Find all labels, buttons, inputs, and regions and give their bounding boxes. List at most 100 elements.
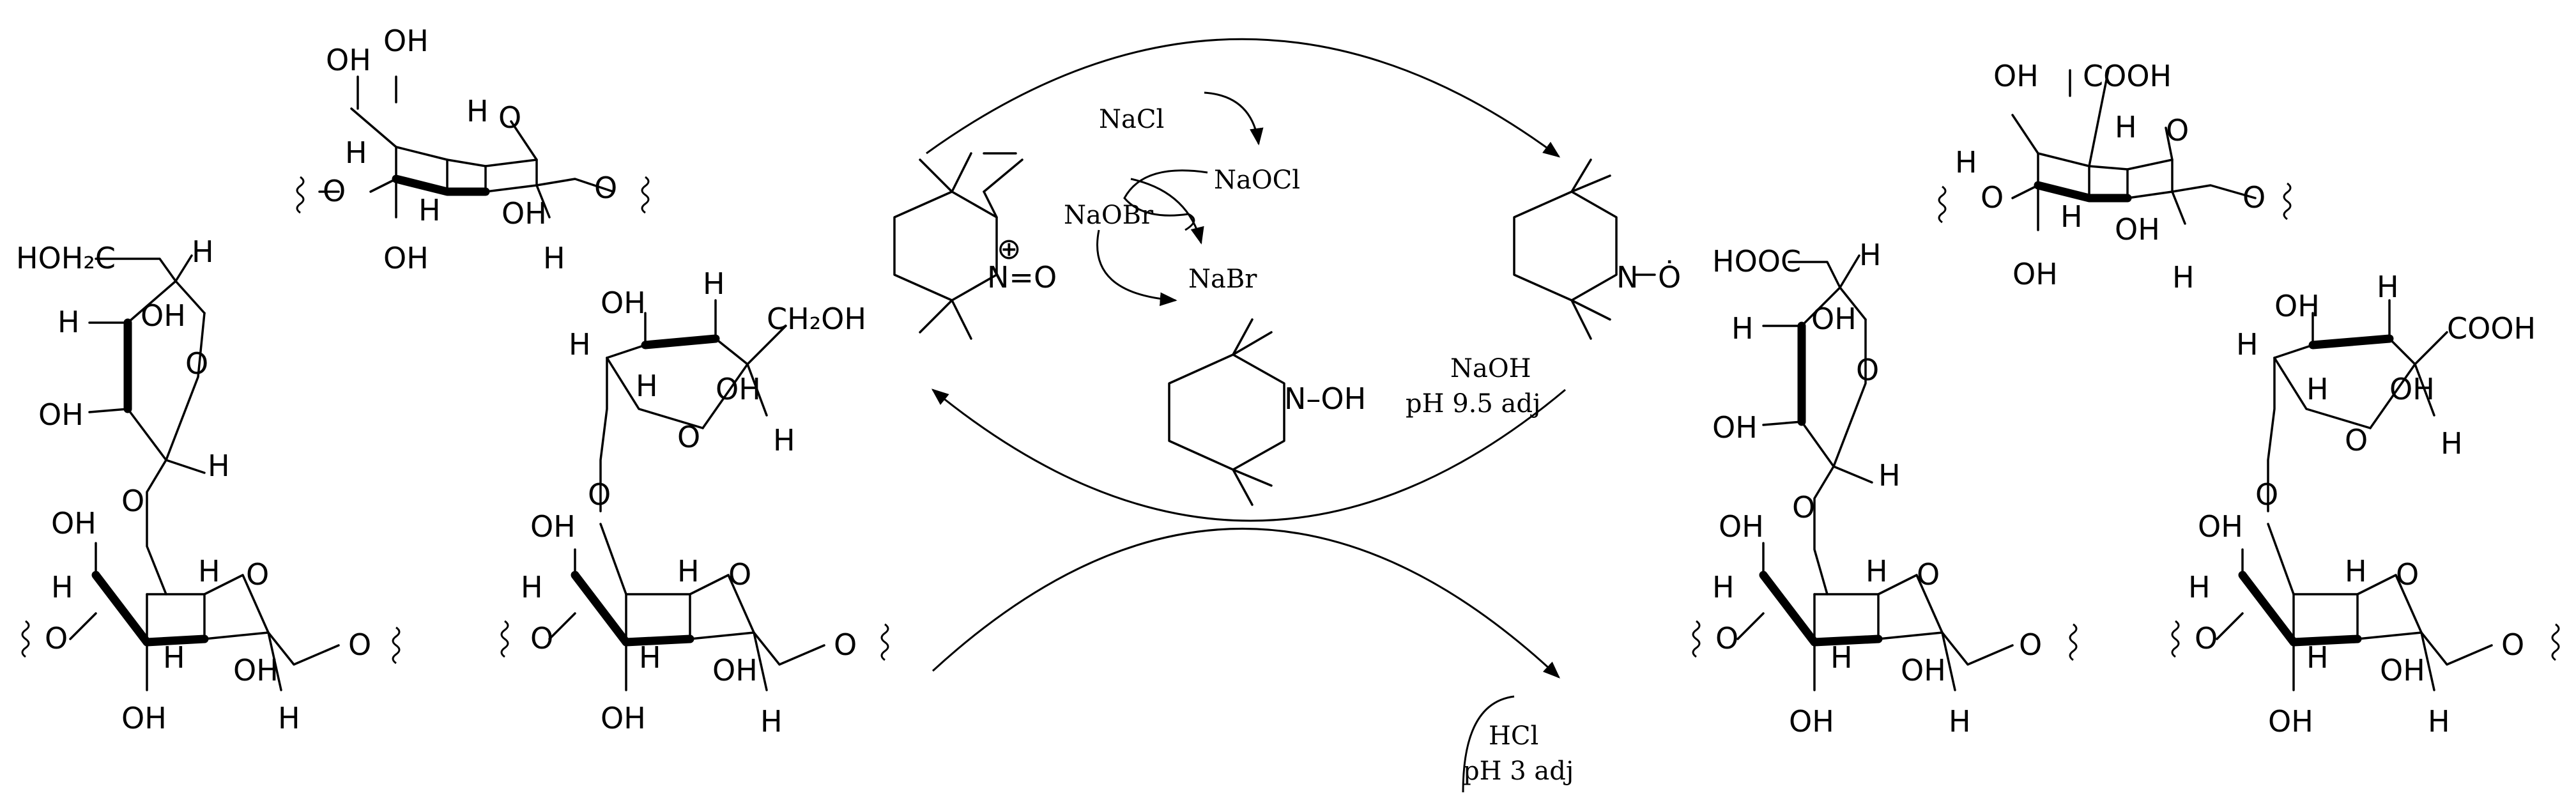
glycosidic-oxygen-label: O xyxy=(1792,490,1815,525)
h-label: H xyxy=(2345,554,2367,588)
h-label: H xyxy=(543,241,565,275)
oh-label: OH xyxy=(1993,59,2039,93)
positive-charge-label: ⊕ xyxy=(997,231,1022,266)
oxygen-label: O xyxy=(2195,621,2218,656)
oh-label: OH xyxy=(502,196,547,231)
h-label: H xyxy=(2306,640,2329,675)
ring-oxygen-label: O xyxy=(1917,557,1940,592)
oh-label: OH xyxy=(1789,704,1834,739)
return-arc-arrow xyxy=(931,388,1566,522)
oh-label: OH xyxy=(2268,704,2313,739)
ph-3-label: pH 3 adj xyxy=(1463,757,1574,786)
nacl-label: NaCl xyxy=(1099,105,1164,134)
h-label: H xyxy=(639,640,661,675)
oh-label: OH xyxy=(2115,212,2160,247)
glycosidic-oxygen-label: O xyxy=(2255,477,2278,512)
oh-label: OH xyxy=(2274,289,2320,323)
oh-label: OH xyxy=(716,372,761,406)
h-label: H xyxy=(1949,704,1971,739)
oh-label: OH xyxy=(2389,372,2435,406)
oh-label: OH xyxy=(141,298,186,333)
starting-glucose-unit-top: OH OH H O H H OH O O OH H xyxy=(296,24,650,275)
ring-oxygen-label: O xyxy=(185,346,208,381)
nabr-to-naobr-arrow xyxy=(1130,178,1204,245)
oxygen-label: O xyxy=(1715,621,1738,656)
h-label: H xyxy=(466,94,489,128)
oxygen-label: O xyxy=(2242,180,2266,215)
oh-label: OH xyxy=(1719,509,1764,544)
starting-glucose-unit-bottom-right: OH H H O O H OH O OH H xyxy=(500,509,889,739)
hydroxylamine-structure: N–OH xyxy=(1168,318,1366,506)
h-label: H xyxy=(2172,260,2195,295)
oh-label: OH xyxy=(1811,302,1857,336)
h-label: H xyxy=(1712,570,1735,604)
oh-label: OH xyxy=(233,653,279,688)
h-label: H xyxy=(163,640,185,675)
h-label: H xyxy=(57,305,80,339)
hcl-arc xyxy=(1462,695,1515,793)
ring-oxygen-label: O xyxy=(1856,353,1879,387)
oxygen-label: O xyxy=(2019,627,2042,662)
oxygen-label: O xyxy=(834,627,857,662)
ring-oxygen-label: O xyxy=(677,420,700,454)
h-label: H xyxy=(208,449,230,483)
product-glucose-unit-bottom-right: OH H H O O H OH O OH H xyxy=(2171,509,2560,739)
cooh-label: COOH xyxy=(2083,59,2172,93)
h-label: H xyxy=(521,570,543,604)
h-label: H xyxy=(2306,372,2329,406)
h-label: H xyxy=(51,570,73,604)
naocl-to-nacl-arrow xyxy=(1123,169,1208,231)
product-furanose-branch-right: OH H COOH H H OH O H O xyxy=(2236,270,2536,512)
starting-glucose-unit-bottom-left: OH H H O O H OH O OH H xyxy=(21,506,401,735)
product-glucuronate-unit-top: OH COOH H H O O H OH O OH H xyxy=(1938,59,2292,295)
naobr-to-nabr-arrow xyxy=(1096,229,1177,307)
oh-label: OH xyxy=(38,397,84,432)
oh-label: OH xyxy=(383,241,429,275)
ring-oxygen-label: O xyxy=(246,557,269,592)
oh-label: OH xyxy=(1712,410,1758,445)
h-label: H xyxy=(1859,238,1882,272)
oxygen-label: O xyxy=(45,621,68,656)
oh-label: OH xyxy=(601,701,646,735)
hooc-label: HOOC xyxy=(1712,244,1801,279)
ring-oxygen-label: O xyxy=(2396,557,2419,592)
h-label: H xyxy=(760,704,783,739)
bottom-arc-arrow xyxy=(931,528,1560,679)
n-oh-label: N–OH xyxy=(1284,381,1366,416)
h-label: H xyxy=(192,234,214,269)
h-label: H xyxy=(569,327,591,362)
oxyl-radical-label: Ȯ xyxy=(1658,260,1681,295)
h-label: H xyxy=(636,369,658,403)
oh-label: OH xyxy=(383,24,429,58)
nacl-to-naocl-arrow xyxy=(1204,91,1264,146)
hcl-label: HCl xyxy=(1489,721,1538,751)
n-oxyl-label: N xyxy=(1616,260,1638,295)
h-label: H xyxy=(773,423,795,457)
naoh-label: NaOH xyxy=(1450,354,1531,383)
starting-furanose-branch-left: HOH₂C H H OH O OH H O xyxy=(16,234,230,596)
product-glucose-unit-bottom-left: OH H H O O H OH O OH H xyxy=(1692,509,2078,739)
oxygen-label: O xyxy=(348,627,371,662)
n-oxo-label: N=O xyxy=(987,260,1057,295)
naobr-label: NaOBr xyxy=(1064,201,1154,230)
h-label: H xyxy=(2115,110,2137,144)
h-label: H xyxy=(278,701,300,735)
glycosidic-oxygen-label: O xyxy=(588,477,611,512)
top-arc-arrow xyxy=(926,38,1561,158)
h-label: H xyxy=(198,554,220,588)
hoh2c-label: HOH₂C xyxy=(16,241,116,275)
catalytic-cycle: NaCl NaOCl NaOBr NaBr NaOH pH 9.5 adj HC… xyxy=(926,38,1574,793)
h-label: H xyxy=(2060,199,2083,234)
h-label: H xyxy=(2236,327,2258,362)
h-label: H xyxy=(2377,270,2399,304)
h-label: H xyxy=(418,193,441,227)
h-label: H xyxy=(2428,704,2450,739)
oh-label: OH xyxy=(326,43,371,77)
h-label: H xyxy=(1878,458,1901,493)
naocl-label: NaOCl xyxy=(1214,165,1300,195)
oh-label: OH xyxy=(51,506,96,541)
oxygen-label: O xyxy=(2501,627,2524,662)
h-label: H xyxy=(1731,311,1754,346)
ch2oh-label: CH₂OH xyxy=(767,302,866,336)
